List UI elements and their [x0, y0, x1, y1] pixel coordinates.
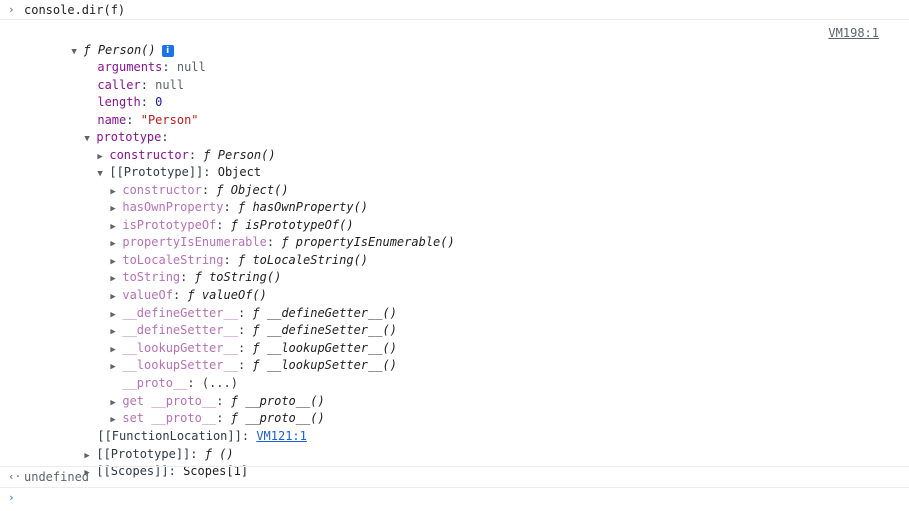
triangle-right-icon[interactable]: ▶ — [84, 468, 90, 478]
triangle-right-icon[interactable]: ▶ — [110, 204, 116, 214]
tree-node-set-proto[interactable]: ▶set __proto__: ƒ __proto__() — [67, 393, 324, 425]
console-output-tree: VM198:1 ▼ ƒ Person() i arguments: null cal… — [0, 20, 909, 478]
triangle-down-icon[interactable]: ▼ — [71, 47, 77, 57]
prop-arguments: arguments: null — [97, 60, 206, 74]
tree-node-object-member[interactable]: ▶toString: ƒ toString() — [67, 252, 281, 284]
triangle-right-icon[interactable]: ▶ — [84, 451, 90, 461]
triangle-down-icon[interactable]: ▼ — [97, 169, 103, 179]
tree-node-object-member[interactable]: ▶__defineGetter__: ƒ __defineGetter__() — [67, 288, 397, 320]
tree-node-get-proto[interactable]: ▶get __proto__: ƒ __proto__() — [67, 376, 324, 408]
triangle-right-icon[interactable]: ▶ — [110, 415, 116, 425]
triangle-right-icon[interactable]: ▶ — [110, 222, 116, 232]
tree-node-object-member[interactable]: ▶__defineSetter__: ƒ __defineSetter__() — [67, 305, 397, 337]
tree-node-object-member[interactable]: ▶toLocaleString: ƒ toLocaleString() — [67, 235, 368, 267]
info-icon[interactable]: i — [161, 45, 174, 57]
tree-node-prototype-proto[interactable]: ▼[[Prototype]]: Object — [54, 147, 261, 179]
triangle-right-icon[interactable]: ▶ — [110, 257, 116, 267]
source-link[interactable]: VM198:1 — [828, 26, 879, 40]
tree-node-object-member[interactable]: ▶propertyIsEnumerable: ƒ propertyIsEnume… — [67, 217, 454, 249]
chevron-right-icon: › — [8, 3, 15, 16]
triangle-right-icon[interactable]: ▶ — [110, 362, 116, 372]
tree-node-object-member[interactable]: ▶hasOwnProperty: ƒ hasOwnProperty() — [67, 182, 368, 214]
prop-caller: caller: null — [97, 78, 185, 92]
triangle-right-icon[interactable]: ▶ — [110, 310, 116, 320]
triangle-right-icon[interactable]: ▶ — [110, 239, 116, 249]
function-location: [[FunctionLocation]]: VM121:1 — [97, 429, 307, 443]
triangle-right-icon[interactable]: ▶ — [110, 327, 116, 337]
triangle-right-icon[interactable]: ▶ — [110, 274, 116, 284]
proto-accessor-placeholder[interactable]: __proto__: (...) — [122, 376, 238, 390]
triangle-right-icon[interactable]: ▶ — [110, 292, 116, 302]
tree-node-object-member[interactable]: ▶__lookupGetter__: ƒ __lookupGetter__() — [67, 323, 397, 355]
tree-node-prototype-constructor[interactable]: ▶constructor: ƒ Person() — [54, 130, 275, 162]
triangle-right-icon[interactable]: ▶ — [110, 398, 116, 408]
triangle-right-icon[interactable]: ▶ — [97, 152, 103, 162]
chevron-right-icon: › — [8, 491, 15, 504]
console-input[interactable]: › — [0, 488, 909, 511]
tree-node-fn-prototype[interactable]: ▶[[Prototype]]: ƒ () — [41, 429, 233, 461]
tree-node-object-member[interactable]: ▶isPrototypeOf: ƒ isPrototypeOf() — [67, 200, 353, 232]
prop-name: name: "Person" — [97, 113, 199, 127]
result-value: undefined — [24, 470, 90, 484]
tree-node-root[interactable]: ▼ ƒ Person() i — [28, 25, 174, 57]
return-arrow-icon: ‹· — [8, 470, 22, 483]
triangle-right-icon[interactable]: ▶ — [110, 187, 116, 197]
tree-node-object-member[interactable]: ▶valueOf: ƒ valueOf() — [67, 270, 267, 302]
tree-node-object-member[interactable]: ▶__lookupSetter__: ƒ __lookupSetter__() — [67, 340, 397, 372]
tree-node-scopes[interactable]: ▶[[Scopes]]: Scopes[1] — [41, 446, 248, 478]
console-result-row: ‹· undefined — [0, 466, 909, 488]
triangle-right-icon[interactable]: ▶ — [110, 345, 116, 355]
console-command-row: › console.dir(f) — [0, 0, 909, 20]
tree-node-object-member[interactable]: ▶constructor: ƒ Object() — [67, 165, 288, 197]
triangle-down-icon[interactable]: ▼ — [84, 134, 90, 144]
prop-length: length: 0 — [97, 95, 163, 109]
command-text: console.dir(f) — [24, 3, 126, 17]
tree-node-prototype[interactable]: ▼prototype: — [41, 112, 168, 144]
function-location-link[interactable]: VM121:1 — [256, 429, 307, 443]
function-symbol: ƒ — [83, 43, 91, 57]
root-function-name: Person() — [97, 43, 156, 57]
